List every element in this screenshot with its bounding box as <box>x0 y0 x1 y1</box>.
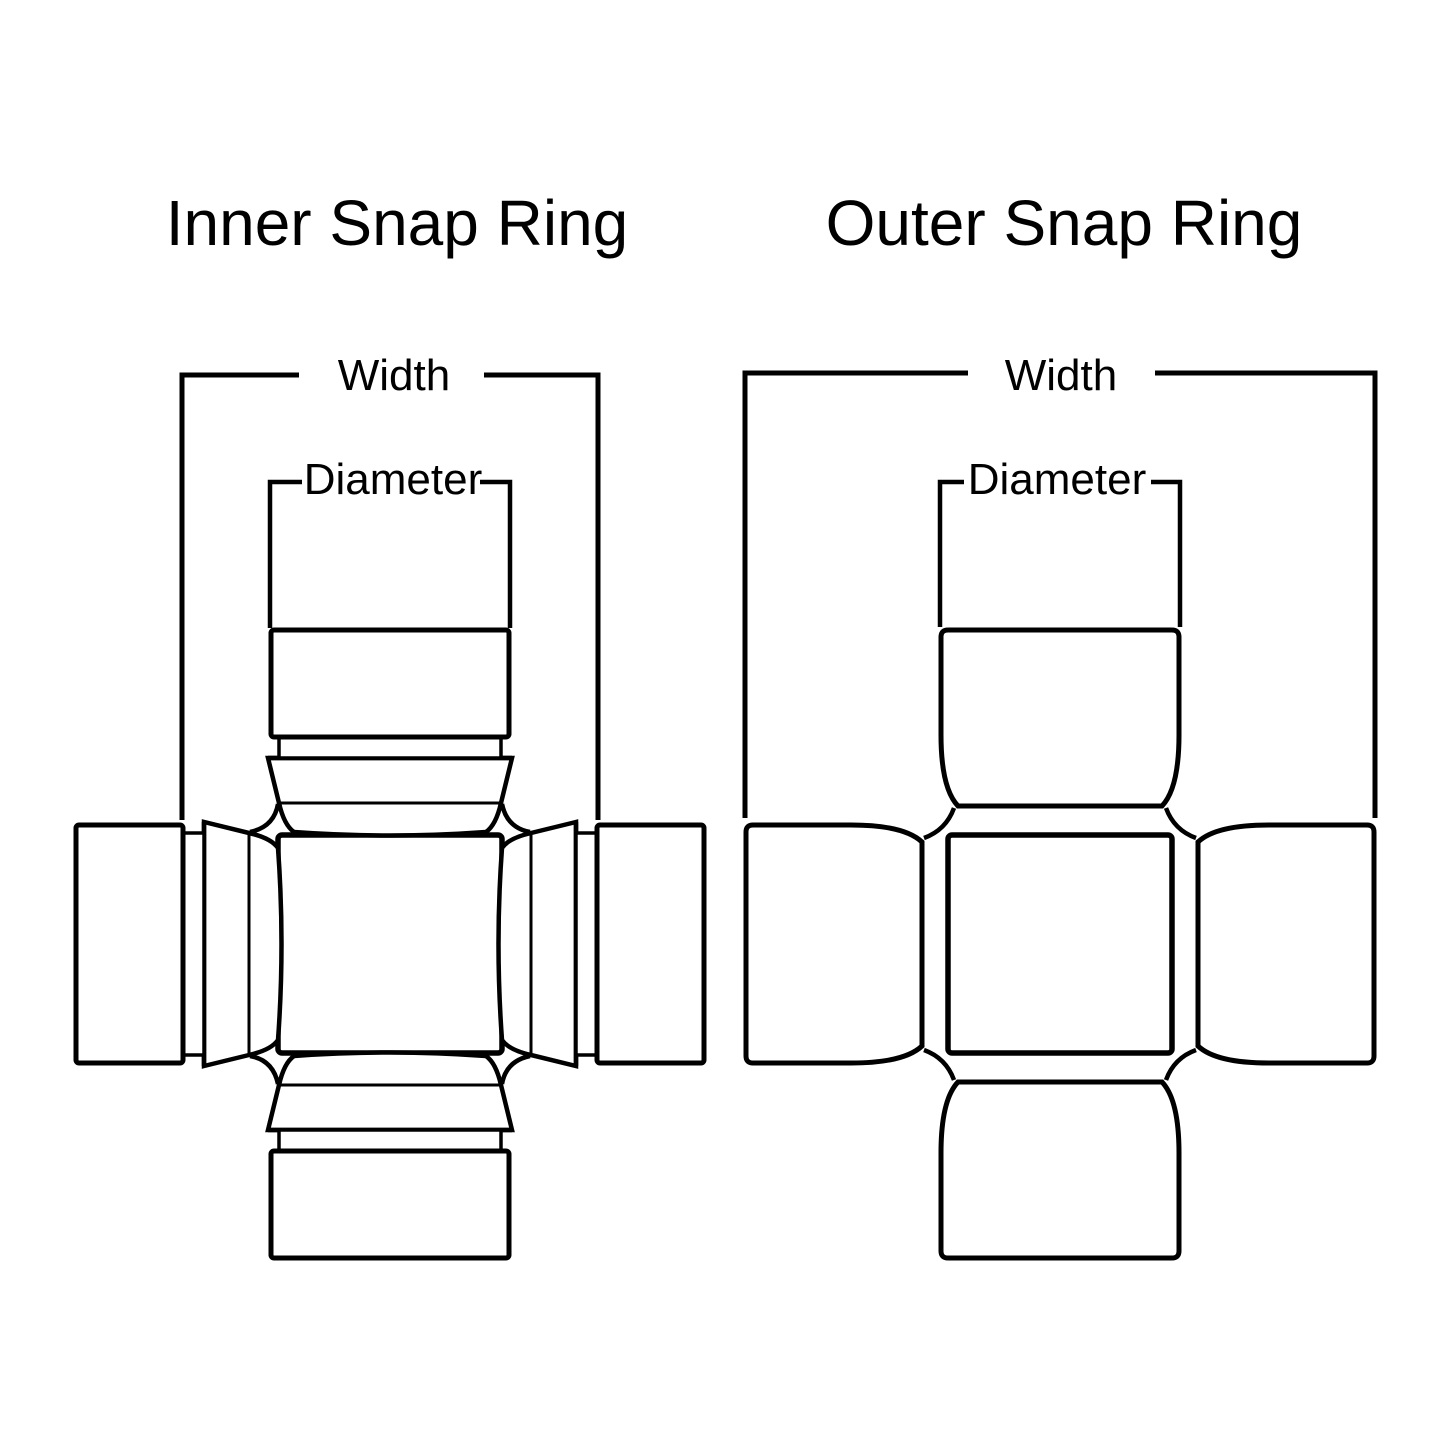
outer-right-cap <box>1166 825 1374 1080</box>
inner-center-block <box>275 832 505 1056</box>
outer-snap-ring-drawing <box>742 370 1378 1258</box>
outer-left-cap <box>746 808 954 1063</box>
outer-center-block <box>945 832 1175 1056</box>
inner-cross-assembly <box>76 630 704 1258</box>
inner-width-label: Width <box>338 351 450 400</box>
outer-top-cap <box>941 630 1196 838</box>
outer-cross-assembly <box>746 630 1374 1258</box>
outer-diameter-label: Diameter <box>968 455 1147 504</box>
outer-diagram-title: Outer Snap Ring <box>826 187 1303 259</box>
outer-bottom-cap <box>924 1050 1179 1258</box>
inner-snap-ring-drawing <box>76 372 704 1258</box>
inner-top-cap <box>268 630 530 836</box>
inner-diameter-bracket <box>267 479 513 628</box>
inner-diameter-label: Diameter <box>304 455 483 504</box>
inner-diagram-title: Inner Snap Ring <box>166 187 629 259</box>
inner-width-bracket <box>179 372 601 820</box>
outer-width-bracket <box>742 370 1378 818</box>
outer-width-label: Width <box>1005 351 1117 400</box>
inner-bottom-cap <box>250 1053 512 1259</box>
inner-right-cap <box>499 822 705 1084</box>
inner-left-cap <box>76 804 282 1066</box>
outer-diameter-bracket <box>937 479 1183 627</box>
